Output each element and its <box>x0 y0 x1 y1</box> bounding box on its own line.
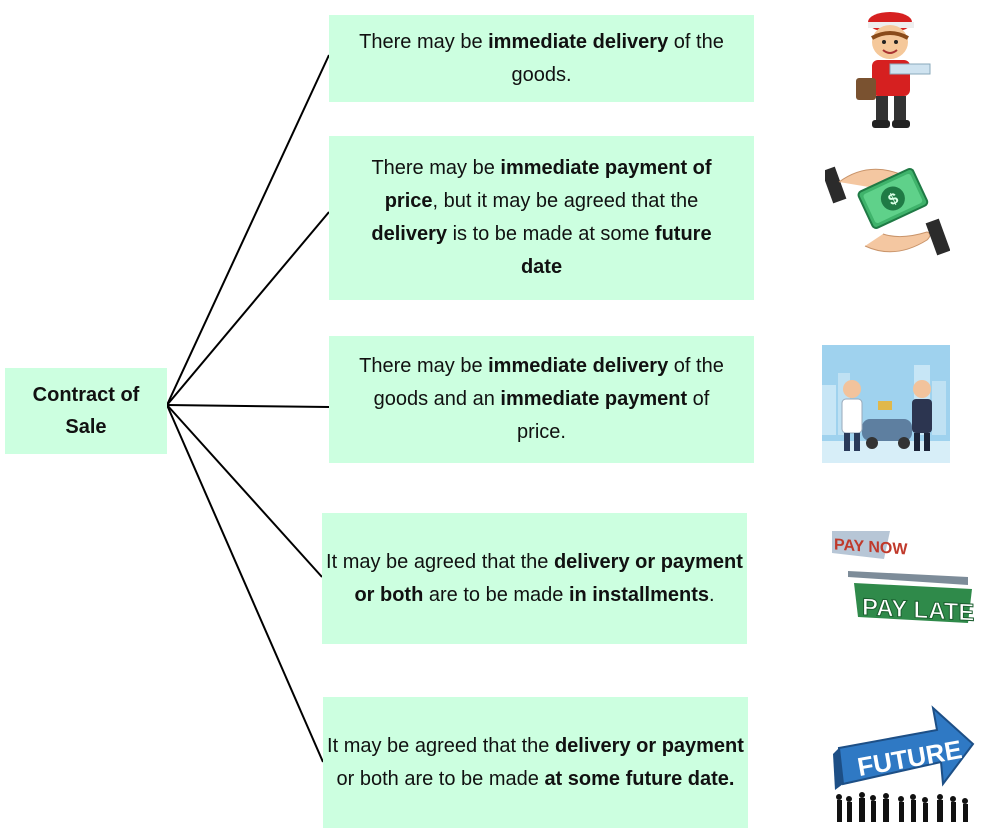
bold-text-run: immediate delivery <box>488 355 669 377</box>
text-run: is to be made at some <box>447 223 655 245</box>
money-exchange-icon: $ <box>825 166 950 256</box>
bold-text-run: in installments <box>568 583 709 606</box>
text-run: It may be agreed that the <box>326 550 554 573</box>
pay-now-pay-later-icon: PAY NOW PAY LATER <box>832 531 975 627</box>
branch-text-3: There may be immediate delivery of the g… <box>357 350 727 449</box>
bold-text-run: delivery <box>371 223 448 245</box>
text-run: of the goods and an <box>373 355 724 410</box>
root-label-line1: Contract of <box>32 384 140 406</box>
text-run: are to be made <box>423 583 569 606</box>
text-run: It may be agreed that the <box>327 734 555 757</box>
bold-text-run: immediate delivery <box>488 30 669 53</box>
text-run: of price. <box>517 388 710 443</box>
bold-text-run: delivery or payment <box>554 734 744 757</box>
text-run: , but it may be agreed that the <box>432 190 699 212</box>
text-run: There may be <box>359 30 489 53</box>
branch-box-5: It may be agreed that the delivery or pa… <box>323 697 748 828</box>
text-run: There may be <box>371 157 501 179</box>
branch-box-4: It may be agreed that the delivery or pa… <box>322 513 747 644</box>
branch-text-4: It may be agreed that the delivery or pa… <box>325 546 745 612</box>
connector-line-3 <box>166 404 330 408</box>
branch-box-1: There may be immediate delivery of the g… <box>329 15 754 102</box>
pay-later-text: PAY LATER <box>862 594 975 627</box>
bold-text-run: future date <box>520 223 712 278</box>
car-deal-icon <box>822 345 950 463</box>
connector-line-5 <box>166 404 324 763</box>
branch-text-5: It may be agreed that the delivery or pa… <box>326 730 746 796</box>
text-run: or both are to be made <box>336 767 545 790</box>
root-label-line2: Sale <box>65 416 107 438</box>
pay-now-text: PAY NOW <box>834 536 908 558</box>
delivery-man-icon <box>856 12 931 128</box>
branch-text-2: There may be immediate payment of price,… <box>357 152 727 284</box>
bold-text-run: immediate payment of price <box>384 157 712 212</box>
branch-box-2: There may be immediate payment of price,… <box>329 136 754 300</box>
bold-text-run: delivery or payment or both <box>354 550 743 606</box>
text-run: There may be <box>359 355 489 377</box>
text-run: of the goods. <box>511 30 724 86</box>
bold-text-run: at some future date. <box>544 767 735 790</box>
future-arrow-icon: FUTURE <box>833 705 975 822</box>
text-run: . <box>709 583 715 606</box>
bold-text-run: immediate payment <box>500 388 688 410</box>
connector-line-2 <box>166 211 330 406</box>
connector-line-4 <box>166 404 323 578</box>
connector-line-1 <box>166 54 330 406</box>
branch-box-3: There may be immediate delivery of the g… <box>329 336 754 463</box>
root-node-contract-of-sale: Contract of Sale <box>5 368 167 454</box>
branch-text-1: There may be immediate delivery of the g… <box>332 26 752 92</box>
